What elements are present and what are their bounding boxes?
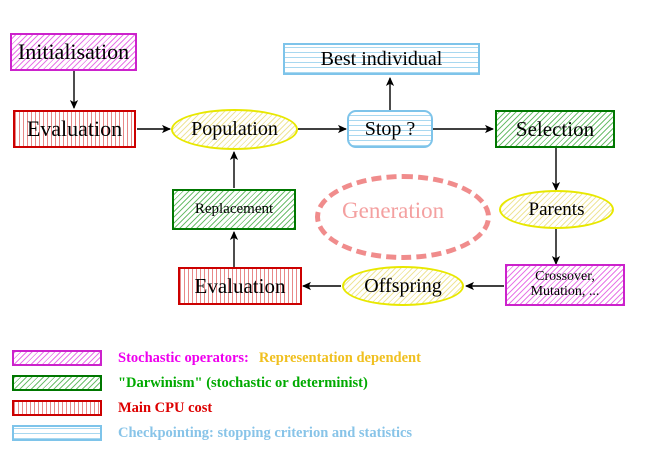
node-replacement-label: Replacement xyxy=(194,200,274,217)
node-stop[interactable]: Stop ? xyxy=(347,110,433,148)
legend-label-stochastic-operators-part2: Representation dependent xyxy=(258,350,421,366)
legend-row-checkpointing: Checkpointing: stopping criterion and st… xyxy=(12,423,662,445)
legend: Stochastic operators: Representation depe… xyxy=(0,340,670,465)
node-variation[interactable]: Crossover, Mutation, ... xyxy=(505,264,625,306)
node-selection-label: Selection xyxy=(515,116,595,141)
node-evaluation-bottom[interactable]: Evaluation xyxy=(178,267,302,305)
legend-row-stochastic-operators: Stochastic operators: Representation depe… xyxy=(12,348,662,370)
legend-swatch-magenta xyxy=(12,350,102,366)
node-initialisation-label: Initialisation xyxy=(17,39,130,65)
node-population[interactable]: Population xyxy=(171,109,298,150)
node-evaluation-bottom-label: Evaluation xyxy=(194,273,286,298)
node-generation-label: Generation xyxy=(342,198,445,223)
legend-label-darwinism-part1: "Darwinism" (stochastic or determinist) xyxy=(118,375,368,391)
legend-row-main-cpu-cost: Main CPU cost xyxy=(12,398,662,420)
node-offspring-label: Offspring xyxy=(364,274,442,297)
legend-label-main-cpu-cost-part1: Main CPU cost xyxy=(118,400,213,416)
legend-label-checkpointing-part1: Checkpointing: stopping criterion and st… xyxy=(118,425,413,441)
legend-row-darwinism: "Darwinism" (stochastic or determinist) xyxy=(12,373,662,395)
node-selection[interactable]: Selection xyxy=(495,110,615,148)
legend-label-checkpointing: Checkpointing: stopping criterion and st… xyxy=(118,423,412,443)
node-evaluation-top[interactable]: Evaluation xyxy=(13,110,136,148)
node-offspring[interactable]: Offspring xyxy=(342,266,464,306)
legend-swatch-blue xyxy=(12,425,102,441)
legend-label-stochastic-operators-part1: Stochastic operators: xyxy=(118,350,249,366)
legend-swatch-green xyxy=(12,375,102,391)
node-variation-label-line1: Crossover, xyxy=(535,269,595,285)
legend-label-main-cpu-cost: Main CPU cost xyxy=(118,398,212,418)
node-variation-label-line2: Mutation, ... xyxy=(530,284,600,299)
legend-label-stochastic-operators: Stochastic operators: Representation depe… xyxy=(118,348,421,368)
node-evaluation-top-label: Evaluation xyxy=(26,116,123,142)
node-initialisation[interactable]: Initialisation xyxy=(10,33,137,71)
legend-swatch-red xyxy=(12,400,102,416)
node-best-individual[interactable]: Best individual xyxy=(283,43,480,75)
node-parents[interactable]: Parents xyxy=(499,190,614,229)
node-generation-outline xyxy=(315,174,491,260)
node-population-label: Population xyxy=(191,118,278,140)
legend-label-darwinism: "Darwinism" (stochastic or determinist) xyxy=(118,373,368,393)
node-best-individual-label: Best individual xyxy=(320,47,443,70)
node-stop-label: Stop ? xyxy=(364,117,416,140)
node-parents-label: Parents xyxy=(528,198,585,220)
node-replacement[interactable]: Replacement xyxy=(172,189,296,230)
